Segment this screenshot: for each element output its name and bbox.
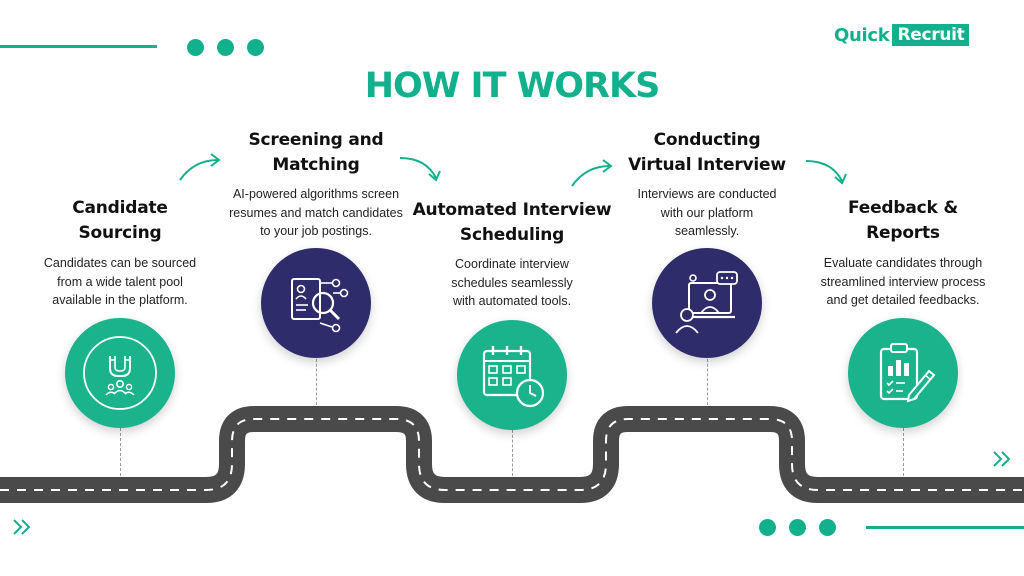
- connector-2: [316, 359, 317, 405]
- arrow-4-to-5: [805, 160, 847, 185]
- step-1-icon-circle: [65, 318, 175, 428]
- chevron-right-icon: [13, 519, 31, 535]
- bottom-dot-1: [759, 519, 776, 536]
- step-1-description: Candidates can be sourced from a wide ta…: [43, 256, 197, 307]
- page-title: HOW IT WORKS: [364, 66, 661, 106]
- step-1-title: Candidate Sourcing: [72, 198, 168, 243]
- calendar-clock-icon: [482, 346, 545, 408]
- arrow-1-to-2: [179, 153, 221, 181]
- top-dot-1: [187, 39, 204, 56]
- top-dot-2: [217, 39, 234, 56]
- brand-logo: Quick Recruit: [834, 24, 970, 46]
- bottom-right-accent-line: [866, 526, 1024, 529]
- arrow-2-to-3: [399, 157, 441, 182]
- bottom-dot-2: [789, 519, 806, 536]
- step-2-description: AI-powered algorithms screen resumes and…: [229, 187, 403, 238]
- step-2-title: Screening and Matching: [248, 130, 384, 175]
- chevron-right-icon: [993, 451, 1011, 467]
- step-5-title: Feedback & Reports: [848, 198, 958, 243]
- top-left-accent-line: [0, 45, 157, 48]
- video-interview-icon: [675, 271, 738, 334]
- logo-recruit-text: Recruit: [892, 24, 970, 46]
- step-3-icon-circle: [457, 320, 567, 430]
- step-5-description: Evaluate candidates through streamlined …: [820, 256, 986, 307]
- step-2-icon-circle: [261, 248, 371, 358]
- bottom-dot-3: [819, 519, 836, 536]
- connector-3: [512, 430, 513, 476]
- step-4-description: Interviews are conducted with our platfo…: [637, 187, 777, 238]
- step-3-description: Coordinate interview schedules seamlessl…: [451, 257, 573, 308]
- connector-1: [120, 428, 121, 476]
- step-4-title: Conducting Virtual Interview: [628, 130, 786, 175]
- connector-4: [707, 359, 708, 405]
- resume-search-icon: [291, 278, 349, 333]
- step-5-icon-circle: [848, 318, 958, 428]
- logo-quick-text: Quick: [834, 24, 890, 46]
- step-3-title: Automated Interview Scheduling: [412, 200, 612, 245]
- clipboard-report-icon: [879, 343, 936, 403]
- top-dot-3: [247, 39, 264, 56]
- arrow-3-to-4: [571, 159, 613, 187]
- step-4-icon-circle: [652, 248, 762, 358]
- magnet-candidates-icon: [83, 336, 157, 410]
- connector-5: [903, 428, 904, 476]
